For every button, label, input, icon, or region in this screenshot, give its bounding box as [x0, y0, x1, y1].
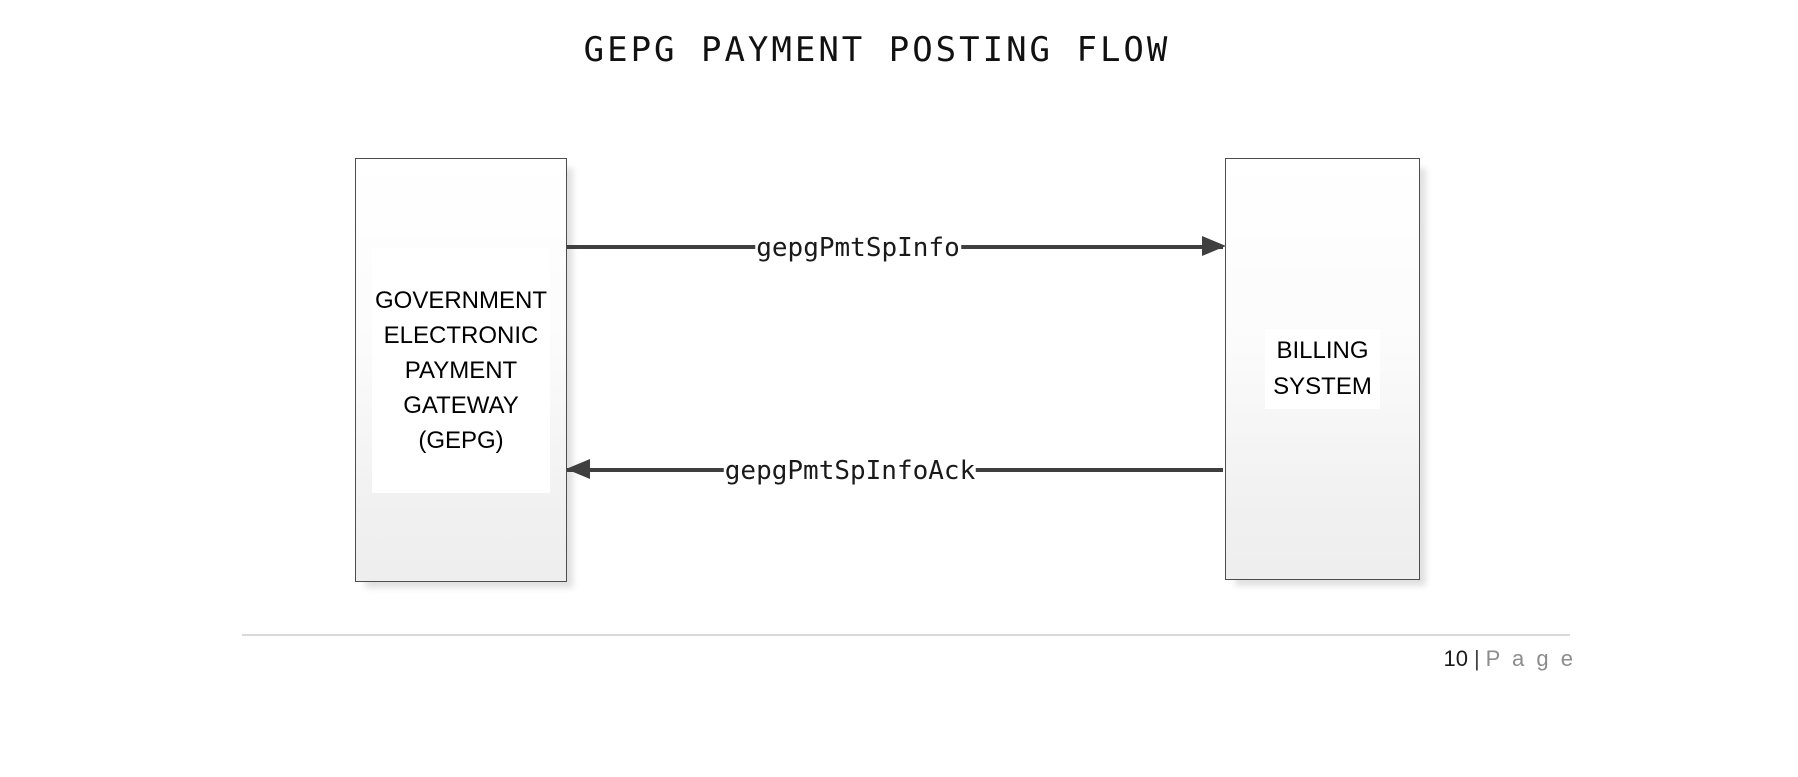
node-gepg-label-line: GOVERNMENT — [374, 286, 547, 314]
node-gepg: GOVERNMENT ELECTRONIC PAYMENT GATEWAY (G… — [355, 158, 567, 582]
page-number: 10 — [1443, 646, 1468, 671]
footer-separator-line — [242, 634, 1570, 636]
flow-ack-label: gepgPmtSpInfoAck — [723, 456, 977, 486]
page-footer: 10|P a g e — [1443, 646, 1576, 672]
node-gepg-label-line: PAYMENT — [404, 356, 518, 384]
flow-request-label: gepgPmtSpInfo — [755, 233, 961, 263]
footer-divider: | — [1473, 646, 1480, 671]
page-word: P a g e — [1485, 646, 1576, 671]
node-billing-system-label-line: SYSTEM — [1273, 373, 1372, 400]
node-gepg-label-line: GATEWAY — [403, 391, 519, 419]
node-billing-system-label-line: BILLING — [1276, 337, 1369, 364]
diagram-title: GEPG PAYMENT POSTING FLOW — [583, 30, 1171, 70]
arrowhead-right-icon — [1202, 236, 1226, 256]
node-billing-system: BILLING SYSTEM — [1225, 158, 1420, 580]
node-gepg-label-line: (GEPG) — [418, 426, 504, 454]
arrowhead-left-icon — [566, 459, 590, 479]
node-gepg-label: GOVERNMENT ELECTRONIC PAYMENT GATEWAY (G… — [372, 247, 550, 493]
node-gepg-label-line: ELECTRONIC — [383, 321, 539, 349]
node-billing-system-label: BILLING SYSTEM — [1265, 329, 1380, 409]
